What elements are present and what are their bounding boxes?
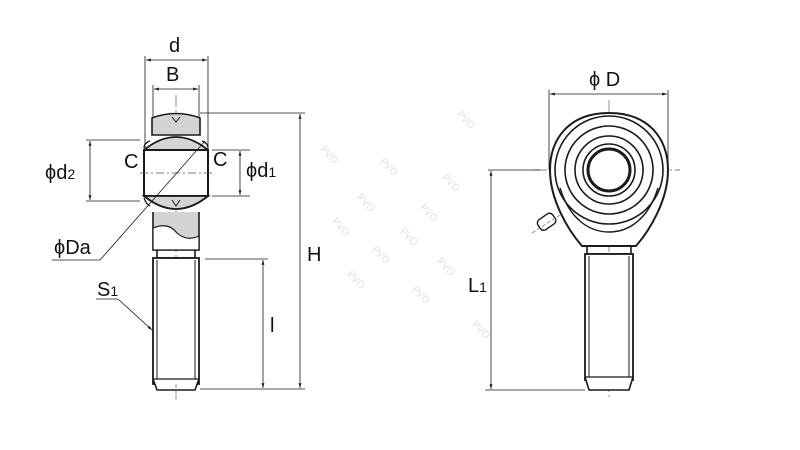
label-phi-d2: ϕd2 xyxy=(45,162,76,184)
label-C-right: C xyxy=(213,149,228,171)
front-view xyxy=(485,90,680,400)
label-d: d xyxy=(169,35,181,57)
label-H: H xyxy=(307,244,322,266)
label-B: B xyxy=(166,64,180,86)
label-phi-Da: ϕDa xyxy=(54,237,91,259)
label-phi-D: ϕ D xyxy=(589,69,621,91)
label-phi-d1: ϕd1 xyxy=(246,160,277,182)
label-l: l xyxy=(270,315,275,337)
label-L1: L1 xyxy=(468,275,487,297)
label-C-left: C xyxy=(124,151,139,173)
label-S1: S1 xyxy=(97,279,119,301)
side-view xyxy=(52,56,305,400)
